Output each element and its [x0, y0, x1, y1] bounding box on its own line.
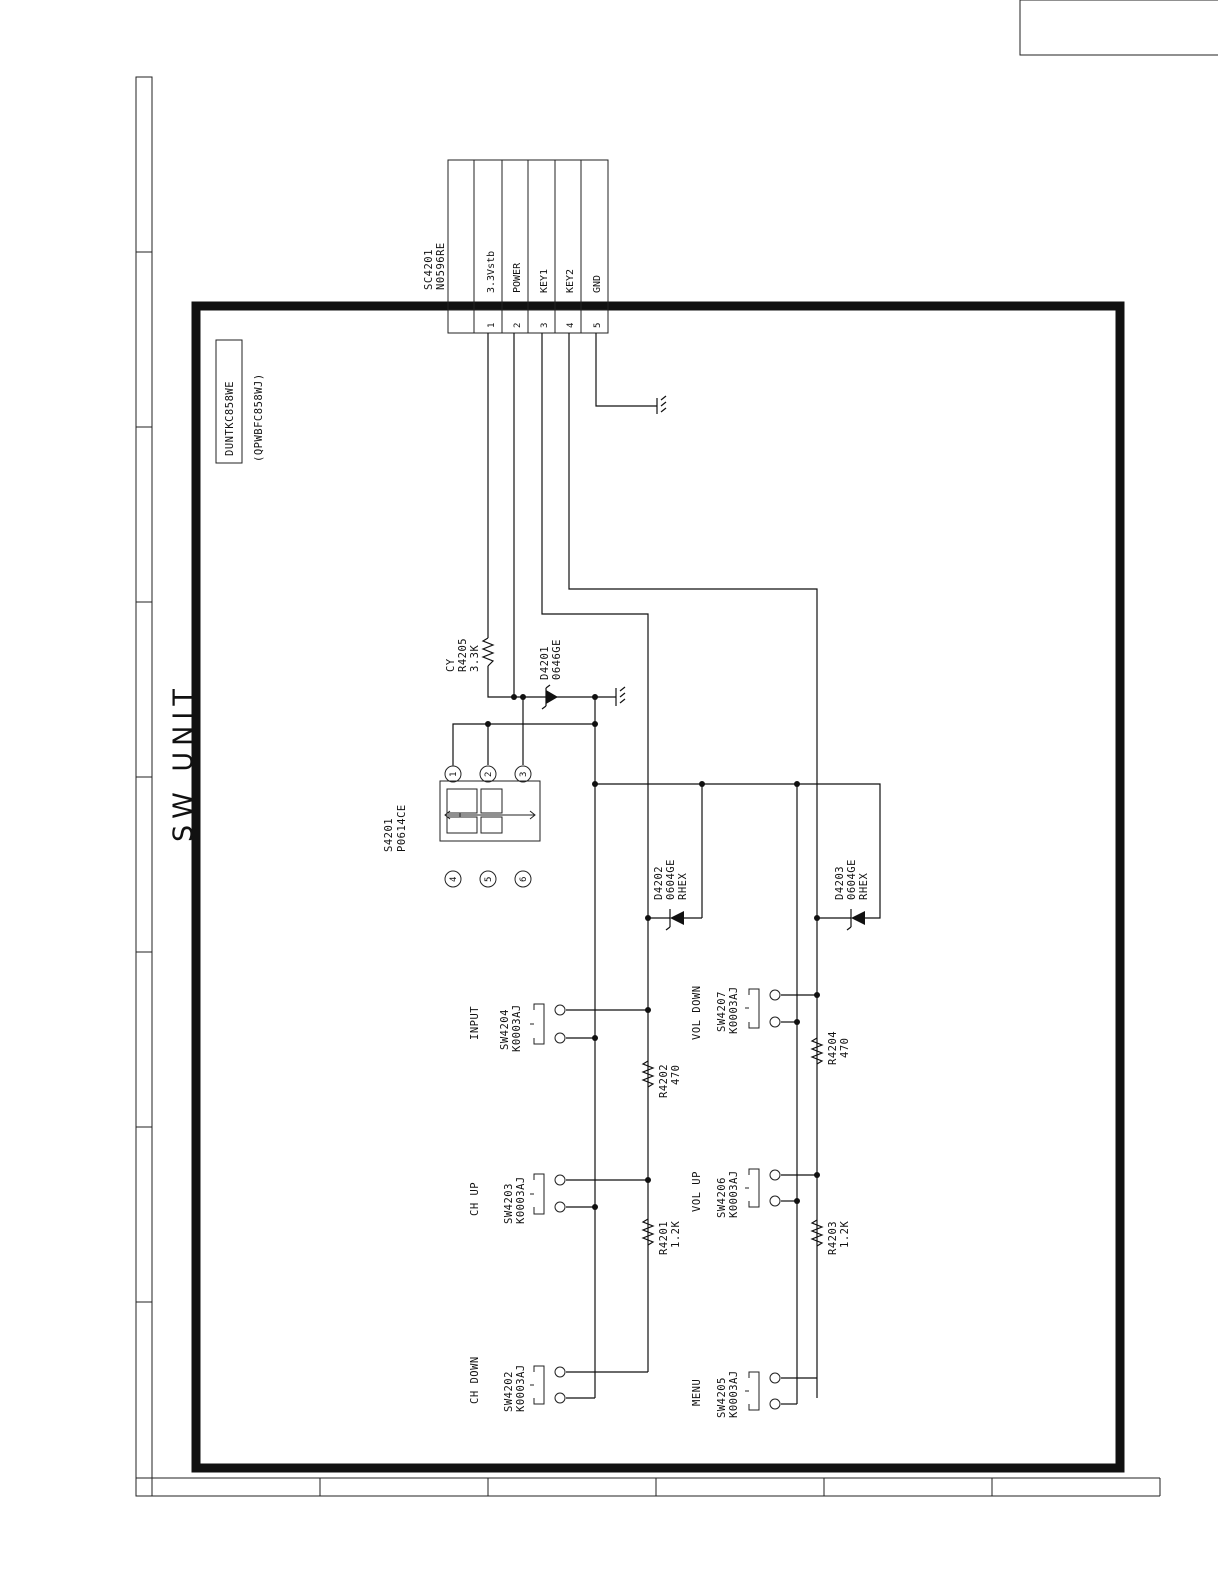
- connector-pin-name-4: KEY2: [565, 269, 576, 293]
- r4205-ref: R4205: [457, 638, 469, 672]
- d4202-ref: D4202: [653, 866, 665, 900]
- diode-d4203: [846, 909, 865, 931]
- r4204-ref: R4204: [827, 1031, 839, 1065]
- switch-sw4207: [745, 988, 781, 1029]
- sw-chdown-label: CH DOWN: [469, 1356, 481, 1404]
- sw4205-ref: SW4205: [716, 1377, 728, 1418]
- d4201-part: 0646GE: [551, 639, 563, 680]
- ground-symbol-connector: [656, 395, 667, 414]
- sw4203-part: K0003AJ: [515, 1176, 527, 1224]
- page-frame: [135, 0, 1218, 1497]
- connector-ref: SC4201: [423, 249, 435, 290]
- sw4204-ref: SW4204: [499, 1009, 511, 1050]
- connector-pin-2: 2: [513, 323, 523, 328]
- sw4206-part: K0003AJ: [728, 1170, 740, 1218]
- d4201-ref: D4201: [539, 646, 551, 680]
- s4201-pin-2: 2: [484, 772, 494, 777]
- sw-menu-label: MENU: [691, 1379, 703, 1406]
- connector-pin-name-2: POWER: [512, 262, 523, 293]
- sw-chup-label: CH UP: [469, 1182, 481, 1216]
- d4203-ref: D4203: [834, 866, 846, 900]
- connector-pin-name-3: KEY1: [539, 269, 550, 293]
- switch-sw4206: [745, 1168, 781, 1208]
- s4201-pin-3: 3: [519, 772, 529, 777]
- sw4203-ref: SW4203: [503, 1183, 515, 1224]
- slide-switch-s4201: [439, 765, 541, 888]
- r4201-ref: R4201: [658, 1221, 670, 1255]
- switch-sw4202: [530, 1365, 566, 1405]
- resistor-r4203: [810, 1219, 824, 1247]
- unit-code: DUNTKC858WE: [224, 381, 236, 456]
- s4201-pin-1: 1: [449, 772, 459, 777]
- d4202-note: RHEX: [677, 873, 689, 900]
- sw4207-part: K0003AJ: [728, 986, 740, 1034]
- sw-input-label: INPUT: [469, 1006, 481, 1040]
- r4201-value: 1.2K: [670, 1221, 682, 1248]
- switch-sw4204: [530, 1003, 566, 1045]
- resistor-r4202: [641, 1060, 655, 1088]
- sw4206-ref: SW4206: [716, 1177, 728, 1218]
- s4201-pin-5: 5: [484, 877, 494, 882]
- s4201-pin-4: 4: [449, 877, 459, 882]
- diode-d4202: [665, 909, 684, 931]
- s4201-part: P0614CE: [396, 804, 408, 852]
- junction-dots: [485, 694, 820, 1210]
- sw-voldown-label: VOL DOWN: [691, 985, 703, 1040]
- d4202-part: 0604GE: [665, 859, 677, 900]
- ground-symbol-diode: [615, 686, 626, 706]
- resistor-r4204: [810, 1037, 824, 1065]
- sw4207-ref: SW4207: [716, 991, 728, 1032]
- sw4202-ref: SW4202: [503, 1371, 515, 1412]
- connector-sc4201: [447, 159, 609, 334]
- board-outline: [191, 301, 1125, 1473]
- connector-part: N0596RE: [435, 242, 447, 290]
- connector-pin-name-1: 3.3Vstb: [486, 251, 497, 293]
- r4205-value: 3.3K: [469, 645, 481, 672]
- r4203-value: 1.2K: [839, 1221, 851, 1248]
- diode-d4201: [541, 684, 558, 710]
- s4201-ref: S4201: [383, 818, 395, 852]
- connector-pin-name-5: GND: [592, 275, 603, 293]
- unit-code-box: [215, 339, 243, 464]
- r4202-ref: R4202: [658, 1064, 670, 1098]
- sw4202-part: K0003AJ: [515, 1364, 527, 1412]
- resistor-r4201: [641, 1218, 655, 1246]
- d4203-note: RHEX: [858, 873, 870, 900]
- connector-pin-5: 5: [593, 323, 603, 328]
- connector-pin-3: 3: [540, 323, 550, 328]
- sw-volup-label: VOL UP: [691, 1171, 703, 1212]
- s4201-pin-6: 6: [519, 877, 529, 882]
- sw4205-part: K0003AJ: [728, 1370, 740, 1418]
- r4203-ref: R4203: [827, 1221, 839, 1255]
- unit-sub: (QPWBFC858WJ): [253, 373, 265, 462]
- switch-sw4203: [530, 1173, 566, 1215]
- sw4204-part: K0003AJ: [511, 1004, 523, 1052]
- r4205-prefix: CY: [445, 658, 457, 672]
- d4203-part: 0604GE: [846, 859, 858, 900]
- r4204-value: 470: [839, 1038, 851, 1058]
- resistor-r4205: [481, 637, 495, 667]
- switch-sw4205: [745, 1371, 781, 1411]
- connector-pin-1: 1: [487, 323, 497, 328]
- page-title: SW UNIT: [168, 683, 199, 842]
- connector-pin-4: 4: [566, 323, 576, 328]
- r4202-value: 470: [670, 1065, 682, 1085]
